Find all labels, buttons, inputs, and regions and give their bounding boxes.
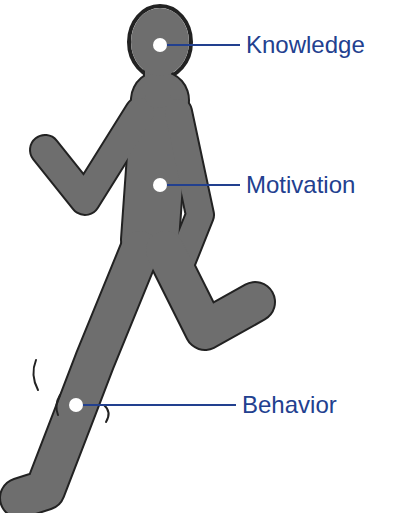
marker-dot <box>69 398 83 412</box>
marker-dot <box>153 38 167 52</box>
leader-lines <box>76 45 240 405</box>
leader-line <box>160 184 240 186</box>
callout-label: Knowledge <box>246 33 365 57</box>
marker-dot <box>153 178 167 192</box>
callout-label: Behavior <box>242 393 337 417</box>
leader-line <box>160 44 240 46</box>
motion-lines <box>33 360 108 422</box>
callout-label: Motivation <box>246 173 355 197</box>
leader-line <box>76 404 236 406</box>
head <box>131 8 189 76</box>
figure-fill <box>20 70 255 498</box>
marker-dots <box>69 38 167 412</box>
figure-outline <box>20 6 255 498</box>
